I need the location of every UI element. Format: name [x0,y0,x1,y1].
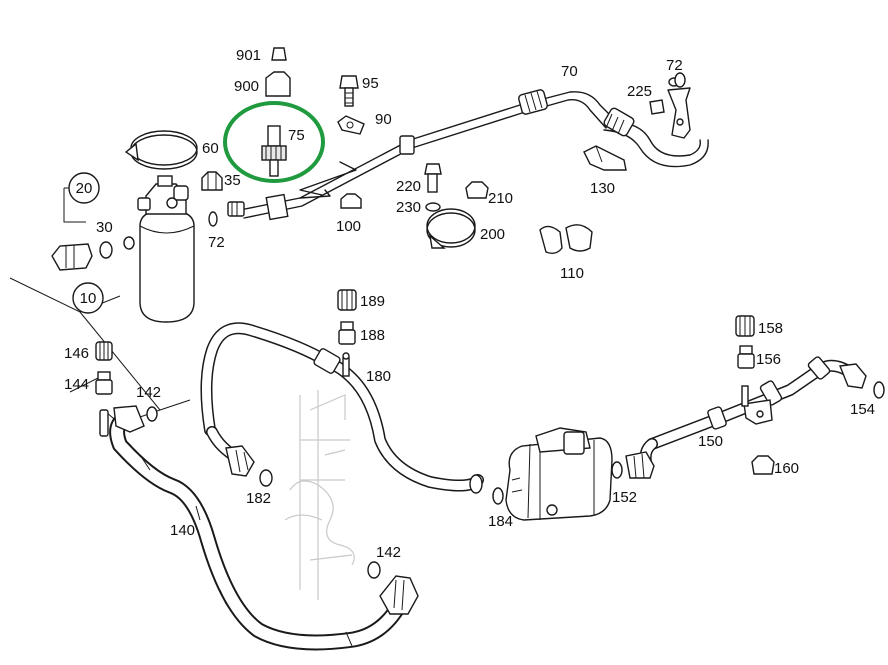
valve-cap-900[interactable] [265,71,291,97]
nut-100[interactable] [340,193,362,209]
pressure-switch-75[interactable] [261,125,287,177]
label-72-top: 72 [666,57,683,74]
pipe-150[interactable] [625,356,867,479]
nut-160[interactable] [751,455,775,475]
callout-labels: 901 900 95 70 72 225 75 90 60 35 30 72 2… [64,47,875,561]
o-ring-142-lower[interactable] [367,561,381,579]
label-72-drier: 72 [208,234,225,251]
bolt-220[interactable] [424,163,442,193]
label-20: 20 [76,180,93,197]
bolt-95[interactable] [339,75,359,107]
valve-156[interactable] [737,345,755,369]
label-70: 70 [561,63,578,80]
nut-210[interactable] [465,181,489,199]
label-30: 30 [96,219,113,236]
valve-188[interactable] [338,321,356,345]
label-154: 154 [850,401,875,418]
valve-144[interactable] [95,371,113,395]
label-95: 95 [362,75,379,92]
label-158: 158 [758,320,783,337]
label-200: 200 [480,226,505,243]
label-901: 901 [236,47,261,64]
o-ring-182[interactable] [259,469,273,487]
bracket-225[interactable] [649,77,691,139]
label-100: 100 [336,218,361,235]
label-180: 180 [366,368,391,385]
label-130: 130 [590,180,615,197]
o-ring-72-top[interactable] [674,72,686,88]
cap-189[interactable] [337,289,357,311]
circled-label-10: 10 [72,282,104,314]
nut-35[interactable] [201,171,223,191]
engine-ghost-outline [284,390,355,600]
label-142-upper: 142 [136,384,161,401]
clip-110[interactable] [539,224,593,255]
fitting-30[interactable] [51,236,135,271]
o-ring-184[interactable] [492,487,504,505]
label-60: 60 [202,140,219,157]
clip-130[interactable] [583,145,627,171]
o-ring-154[interactable] [873,381,885,399]
clip-90[interactable] [337,115,365,135]
label-160: 160 [774,460,799,477]
label-900: 900 [234,78,259,95]
label-144: 144 [64,376,89,393]
label-146: 146 [64,345,89,362]
cap-158[interactable] [735,315,755,337]
compressor[interactable] [505,427,613,521]
clamp-200[interactable] [426,208,476,249]
label-182: 182 [246,490,271,507]
hose-140[interactable] [99,405,419,651]
label-110: 110 [560,265,584,282]
label-150: 150 [698,433,723,450]
pipe-70[interactable] [227,89,709,221]
receiver-drier-10[interactable] [137,175,195,323]
label-90: 90 [375,111,392,128]
label-35: 35 [224,172,241,189]
highlight-circle [223,101,325,183]
washer-230[interactable] [425,202,441,212]
strap-60[interactable] [124,130,198,170]
label-184: 184 [488,513,513,530]
label-156: 156 [756,351,781,368]
label-75: 75 [288,127,305,144]
label-140: 140 [170,522,195,539]
pipe-180[interactable] [200,322,484,494]
label-230: 230 [396,199,421,216]
cap-146[interactable] [95,341,113,361]
o-ring-142[interactable] [146,406,158,422]
circled-label-20: 20 [68,172,100,204]
label-188: 188 [360,327,385,344]
label-225: 225 [627,83,652,100]
label-152: 152 [612,489,637,506]
cap-901[interactable] [271,47,287,61]
o-ring-152[interactable] [611,461,623,479]
label-10: 10 [80,290,97,307]
label-210: 210 [488,190,513,207]
o-ring-72[interactable] [208,211,218,227]
label-142-lower: 142 [376,544,401,561]
label-220: 220 [396,178,421,195]
label-189: 189 [360,293,385,310]
